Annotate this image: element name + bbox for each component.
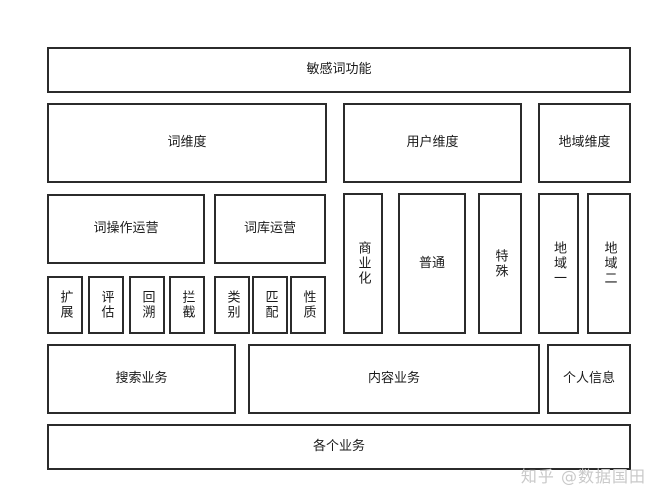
word-dimension-box: 词维度	[47, 103, 327, 183]
word-lib-nature-box: 性质	[290, 276, 326, 334]
personal-info-label: 个人信息	[562, 371, 615, 387]
word-operations-box: 词操作运营	[47, 194, 205, 264]
word-lib-category-label: 类别	[224, 290, 240, 320]
word-op-evaluate-label: 评估	[98, 290, 114, 320]
user-type-normal-box: 普通	[398, 193, 466, 334]
word-op-block-box: 拦截	[169, 276, 205, 334]
sensitive-word-function-box: 敏感词功能	[47, 47, 631, 93]
word-op-block-label: 拦截	[179, 290, 195, 320]
word-op-expand-label: 扩展	[57, 290, 73, 320]
word-op-evaluate-box: 评估	[88, 276, 124, 334]
word-lib-match-label: 匹配	[262, 290, 278, 320]
word-op-trace-label: 回溯	[139, 290, 155, 320]
word-op-trace-box: 回溯	[129, 276, 165, 334]
all-businesses-box: 各个业务	[47, 424, 631, 470]
user-type-commercial-box: 商业化	[343, 193, 383, 334]
user-type-normal-label: 普通	[418, 255, 445, 271]
user-type-special-box: 特殊	[478, 193, 522, 334]
region-two-label: 地域二	[601, 241, 617, 286]
word-lib-nature-label: 性质	[300, 290, 316, 320]
region-dimension-box: 地域维度	[538, 103, 631, 183]
word-library-operations-box: 词库运营	[214, 194, 326, 264]
region-one-label: 地域一	[551, 241, 566, 286]
word-library-operations-label: 词库运营	[243, 221, 296, 237]
user-type-special-label: 特殊	[492, 248, 508, 279]
content-business-box: 内容业务	[248, 344, 540, 414]
sensitive-word-function-label: 敏感词功能	[306, 62, 372, 78]
user-type-commercial-label: 商业化	[355, 241, 371, 286]
search-business-box: 搜索业务	[47, 344, 236, 414]
region-two-box: 地域二	[587, 193, 631, 334]
watermark: 知乎 @数据国田	[520, 467, 646, 486]
word-op-expand-box: 扩展	[47, 276, 83, 334]
personal-info-box: 个人信息	[547, 344, 631, 414]
content-business-label: 内容业务	[367, 371, 420, 387]
region-dimension-label: 地域维度	[558, 135, 611, 151]
region-one-box: 地域一	[538, 193, 579, 334]
word-lib-match-box: 匹配	[252, 276, 288, 334]
word-dimension-label: 词维度	[167, 135, 207, 151]
all-businesses-label: 各个业务	[312, 439, 365, 455]
word-operations-label: 词操作运营	[93, 221, 159, 237]
word-lib-category-box: 类别	[214, 276, 250, 334]
user-dimension-box: 用户维度	[343, 103, 522, 183]
search-business-label: 搜索业务	[115, 371, 168, 387]
user-dimension-label: 用户维度	[406, 135, 459, 151]
